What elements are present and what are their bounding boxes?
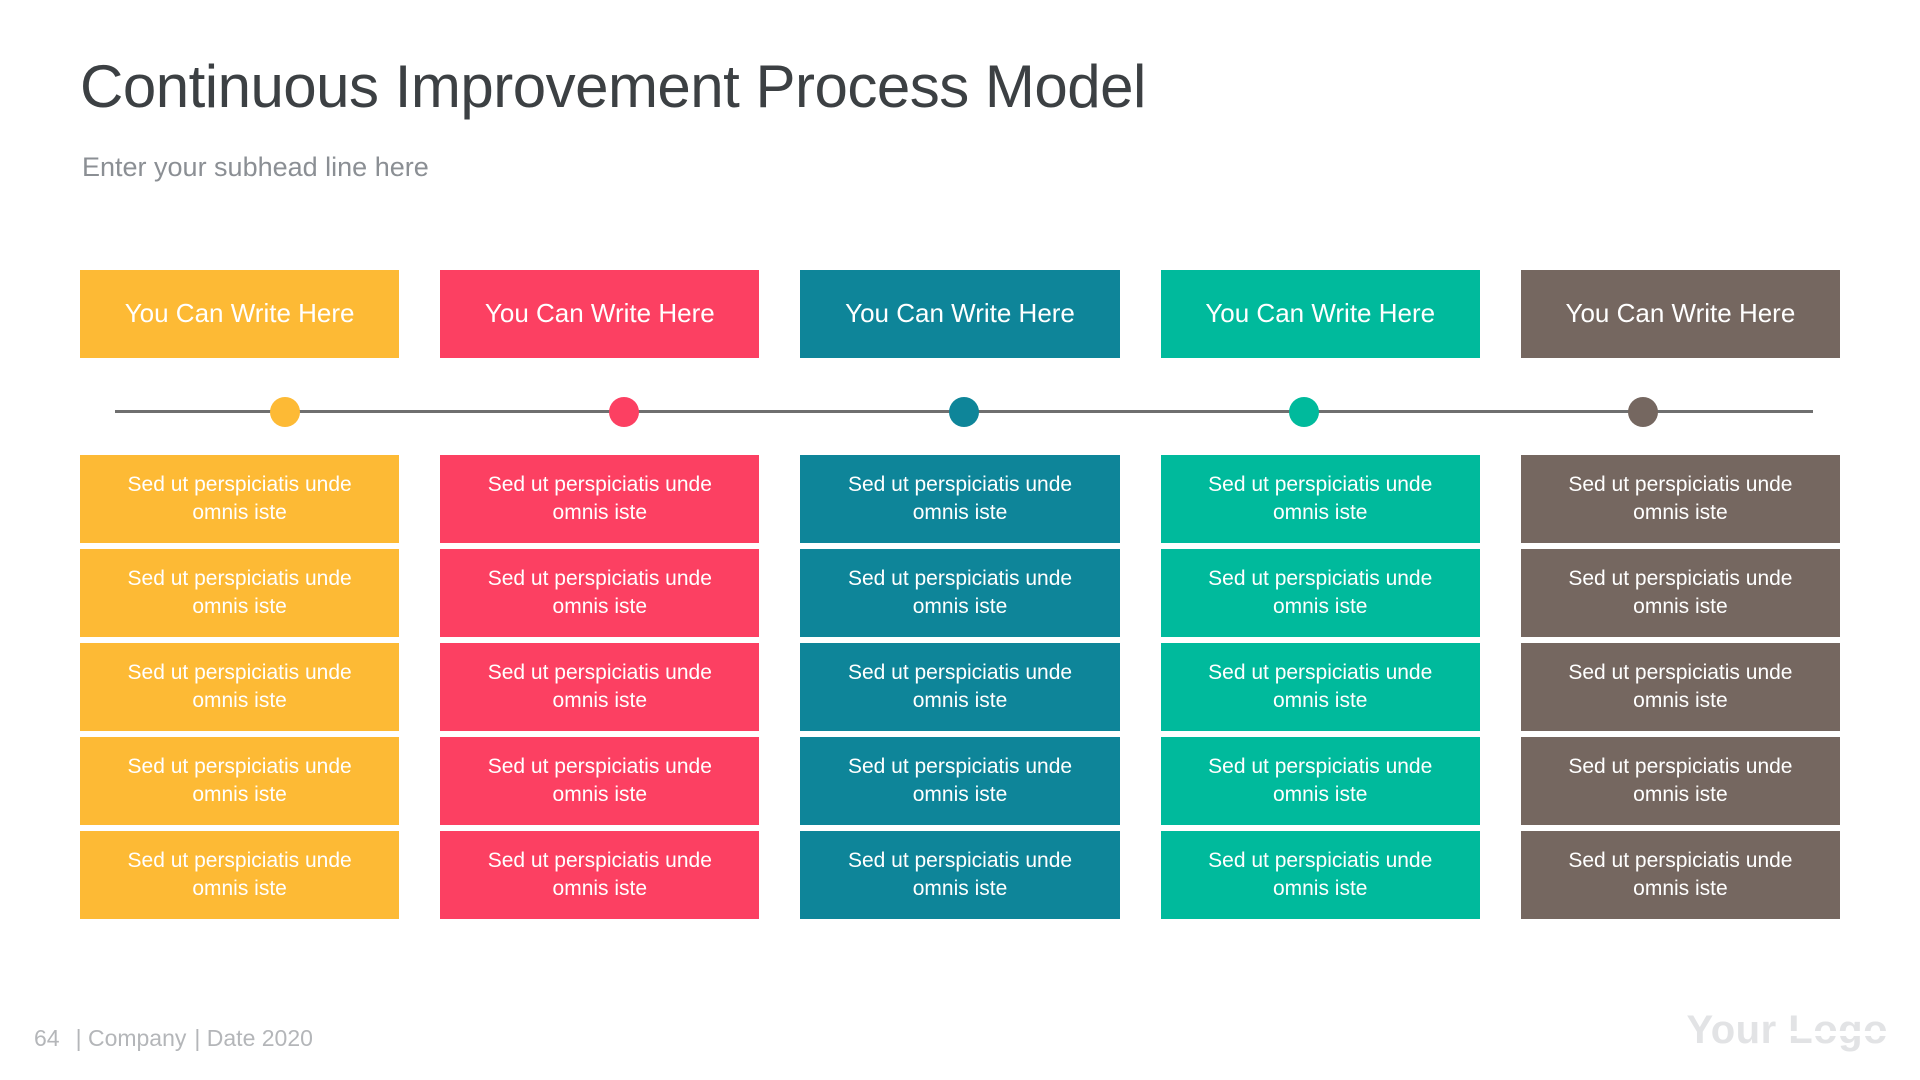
- timeline-dots: [115, 389, 1813, 435]
- footer: 64 | Company | Date 2020: [34, 1025, 313, 1052]
- content-cell[interactable]: Sed ut perspiciatis unde omnis iste: [1520, 643, 1841, 731]
- content-cell[interactable]: Sed ut perspiciatis unde omnis iste: [800, 831, 1120, 919]
- content-cell[interactable]: Sed ut perspiciatis unde omnis iste: [440, 455, 760, 543]
- content-cell[interactable]: Sed ut perspiciatis unde omnis iste: [440, 831, 760, 919]
- content-cell[interactable]: Sed ut perspiciatis unde omnis iste: [1160, 455, 1480, 543]
- logo: Your Logo: [1686, 1008, 1890, 1053]
- content-cell[interactable]: Sed ut perspiciatis unde omnis iste: [1160, 831, 1480, 919]
- process-timeline: [115, 389, 1813, 435]
- column-header-1[interactable]: You Can Write Here: [80, 270, 400, 358]
- column-1: You Can Write Here: [80, 270, 400, 358]
- footer-date: | Date 2020: [194, 1025, 313, 1051]
- column-header-4[interactable]: You Can Write Here: [1160, 270, 1480, 358]
- content-cell[interactable]: Sed ut perspiciatis unde omnis iste: [80, 549, 400, 637]
- column-header-5[interactable]: You Can Write Here: [1520, 270, 1841, 358]
- content-cell[interactable]: Sed ut perspiciatis unde omnis iste: [440, 737, 760, 825]
- timeline-dot-3[interactable]: [949, 397, 979, 427]
- column-3: You Can Write Here: [800, 270, 1120, 358]
- content-cell[interactable]: Sed ut perspiciatis unde omnis iste: [1160, 737, 1480, 825]
- content-cell[interactable]: Sed ut perspiciatis unde omnis iste: [1160, 643, 1480, 731]
- footer-company: | Company: [75, 1025, 187, 1051]
- content-cell[interactable]: Sed ut perspiciatis unde omnis iste: [800, 737, 1120, 825]
- content-cell[interactable]: Sed ut perspiciatis unde omnis iste: [80, 643, 400, 731]
- content-cell[interactable]: Sed ut perspiciatis unde omnis iste: [800, 643, 1120, 731]
- timeline-dot-1[interactable]: [269, 397, 300, 427]
- content-cell[interactable]: Sed ut perspiciatis unde omnis iste: [440, 549, 760, 637]
- column-4: You Can Write Here: [1160, 270, 1480, 358]
- column-header-3[interactable]: You Can Write Here: [800, 270, 1120, 358]
- column-2: You Can Write Here: [440, 270, 760, 358]
- content-cell[interactable]: Sed ut perspiciatis unde omnis iste: [1520, 455, 1841, 543]
- content-cell[interactable]: Sed ut perspiciatis unde omnis iste: [1520, 831, 1841, 919]
- timeline-dot-4[interactable]: [1288, 397, 1319, 427]
- content-cell[interactable]: Sed ut perspiciatis unde omnis iste: [800, 549, 1120, 637]
- content-cell[interactable]: Sed ut perspiciatis unde omnis iste: [1520, 549, 1841, 637]
- logo-text-logo: Logo: [1786, 1008, 1890, 1052]
- column-headers-row: You Can Write Here You Can Write Here You …: [80, 270, 1841, 358]
- column-header-2[interactable]: You Can Write Here: [440, 270, 760, 358]
- column-5: You Can Write Here: [1520, 270, 1841, 358]
- logo-text-your: Your: [1686, 1008, 1789, 1052]
- page-title: Continuous Improvement Process Model: [80, 53, 1146, 120]
- content-cell[interactable]: Sed ut perspiciatis unde omnis iste: [1160, 549, 1480, 637]
- content-cell[interactable]: Sed ut perspiciatis unde omnis iste: [80, 455, 400, 543]
- content-cell[interactable]: Sed ut perspiciatis unde omnis iste: [800, 455, 1120, 543]
- content-cell[interactable]: Sed ut perspiciatis unde omnis iste: [1520, 737, 1841, 825]
- footer-page-number: 64: [34, 1025, 60, 1051]
- content-cell[interactable]: Sed ut perspiciatis unde omnis iste: [440, 643, 760, 731]
- timeline-dot-2[interactable]: [609, 397, 640, 427]
- timeline-dot-5[interactable]: [1628, 397, 1659, 427]
- page-subhead: Enter your subhead line here: [82, 152, 429, 182]
- content-cell[interactable]: Sed ut perspiciatis unde omnis iste: [80, 737, 400, 825]
- content-cell[interactable]: Sed ut perspiciatis unde omnis iste: [80, 831, 400, 919]
